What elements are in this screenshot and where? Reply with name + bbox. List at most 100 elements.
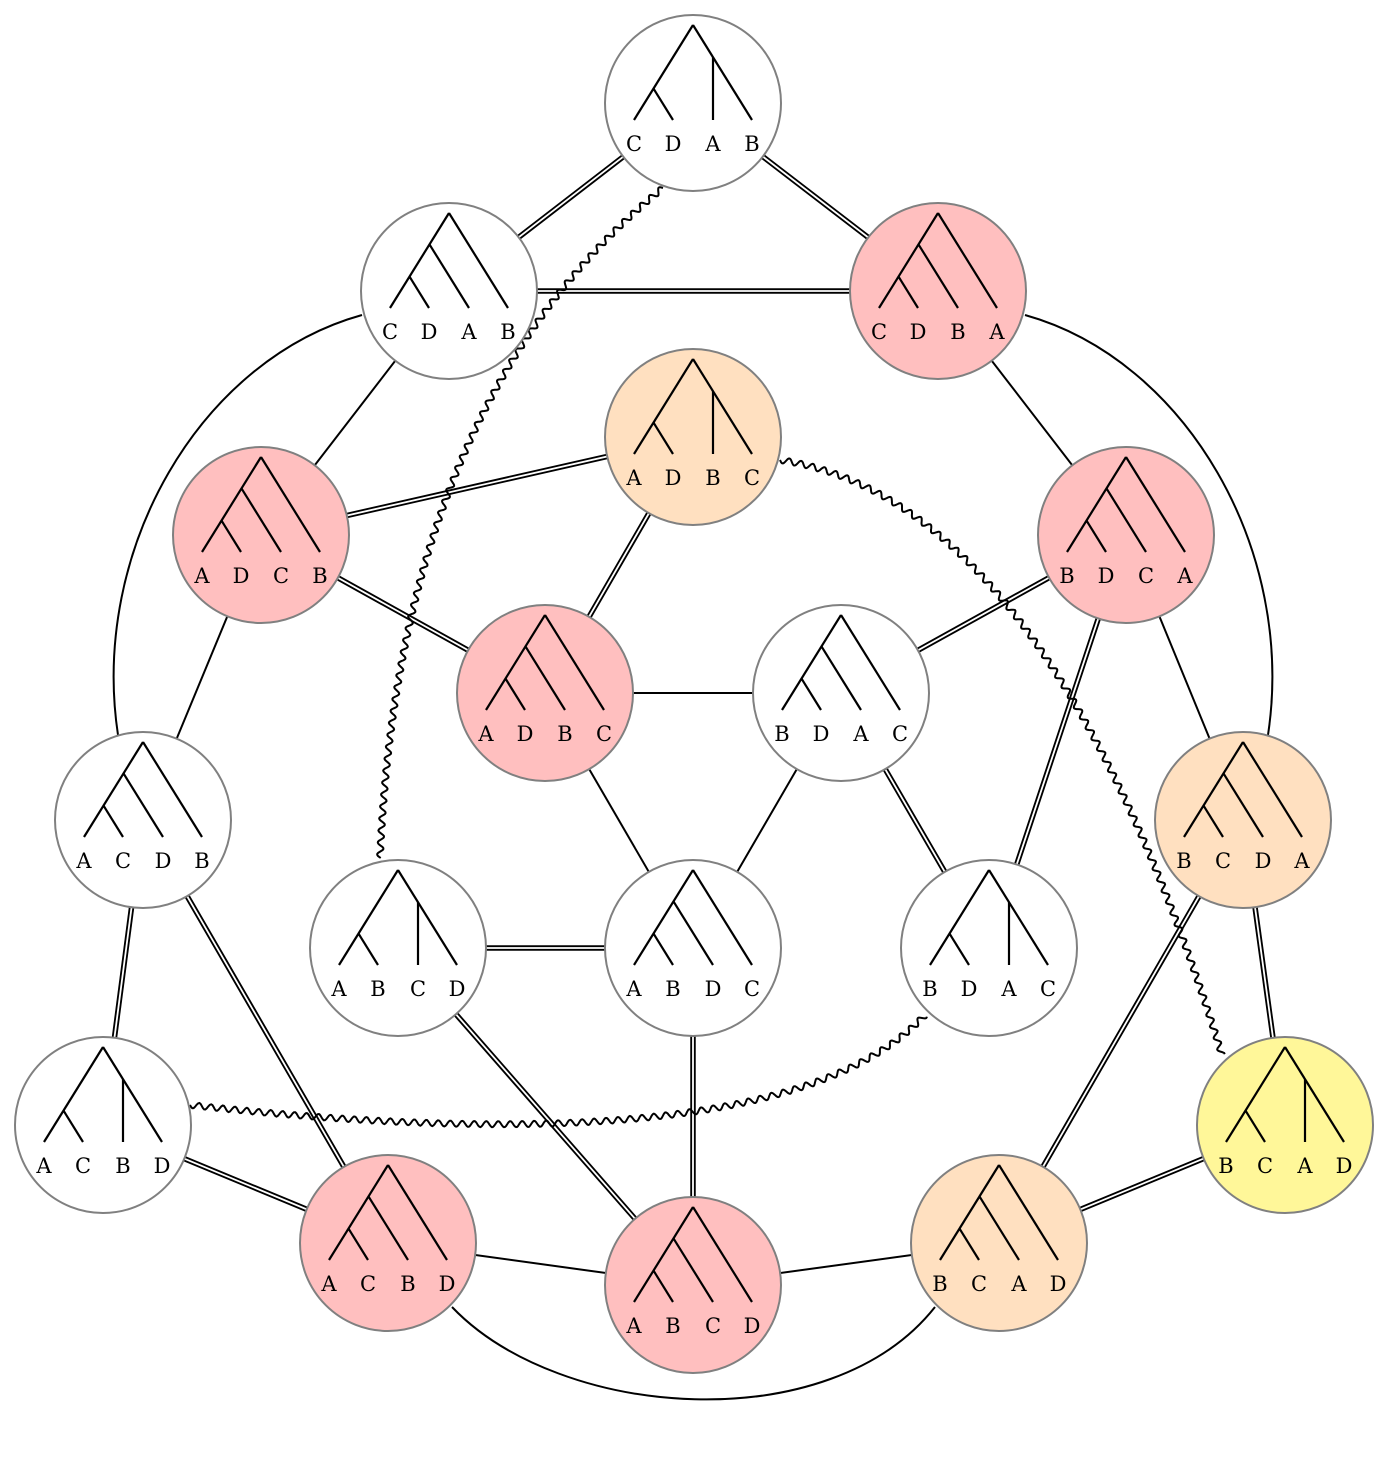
leaf-label: B: [400, 1272, 415, 1296]
node-circle: [752, 604, 930, 782]
leaf-label: B: [1218, 1154, 1233, 1178]
leaf-label: C: [1215, 849, 1231, 873]
leaf-label: D: [155, 849, 172, 873]
tree-branch: [652, 933, 674, 966]
tree-branch: [1105, 487, 1147, 553]
tree-branch: [948, 933, 970, 966]
tree-branch: [408, 276, 430, 309]
leaf-label: A: [330, 977, 347, 1001]
node-circle: [54, 731, 232, 909]
leaf-label: B: [665, 977, 680, 1001]
tree-branch: [485, 614, 546, 711]
tree-branch: [633, 869, 694, 966]
node-circle: [14, 1036, 192, 1214]
leaf-label: B: [557, 722, 572, 746]
leaf-label: B: [312, 564, 327, 588]
tree-branch: [1244, 1110, 1266, 1143]
node-circle: [1037, 446, 1215, 624]
tree-branch: [1183, 741, 1244, 838]
tree-branch: [958, 1228, 980, 1261]
tree-branch: [1225, 1046, 1286, 1143]
leaf-label: C: [705, 1314, 721, 1338]
leaf-label: B: [370, 977, 385, 1001]
edge-n2-n9: [112, 314, 363, 736]
leaf-label: A: [35, 1154, 52, 1178]
tree-branch: [220, 520, 242, 553]
tree-branch: [929, 869, 990, 966]
leaf-label: C: [273, 564, 289, 588]
leaf-label: D: [1050, 1272, 1067, 1296]
leaf-label: C: [892, 722, 908, 746]
tree-branch: [367, 1195, 409, 1261]
leaf-label: A: [1010, 1272, 1027, 1296]
balanced-tree-icon: [338, 869, 458, 966]
balanced-tree-icon: [1225, 1046, 1345, 1143]
leaf-label: D: [744, 1314, 761, 1338]
tree-branch: [692, 1206, 753, 1303]
tree-branch: [122, 772, 164, 838]
tree-branch: [672, 1237, 714, 1303]
caterpillar-tree-icon: [633, 869, 753, 966]
leaf-label: A: [75, 849, 92, 873]
leaf-label: D: [517, 722, 534, 746]
leaf-label: D: [1098, 564, 1115, 588]
tree-branch: [878, 212, 939, 309]
caterpillar-tree-icon: [1066, 456, 1186, 553]
edge-n1-n11: [376, 186, 664, 859]
leaf-label: C: [971, 1272, 987, 1296]
leaf-label: D: [910, 320, 927, 344]
leaf-label: C: [382, 320, 398, 344]
leaf-label: C: [626, 132, 642, 156]
leaf-label: D: [665, 132, 682, 156]
tree-branch: [633, 24, 694, 121]
leaf-label: A: [625, 466, 642, 490]
leaf-label: C: [75, 1154, 91, 1178]
leaf-label: A: [1296, 1154, 1313, 1178]
tree-branch: [652, 1270, 674, 1303]
node-circle: [1196, 1036, 1374, 1214]
leaf-label: D: [439, 1272, 456, 1296]
tree-branch: [652, 88, 674, 121]
leaf-label: A: [704, 132, 721, 156]
tree-branch: [800, 678, 822, 711]
tree-branch: [672, 900, 714, 966]
tree-branch: [1125, 456, 1186, 553]
leaf-label: C: [1257, 1154, 1273, 1178]
node-circle: [309, 859, 487, 1037]
leaf-label: A: [320, 1272, 337, 1296]
tree-branch: [978, 1195, 1020, 1261]
leaf-label: B: [744, 132, 759, 156]
arc-edge-line: [451, 1306, 936, 1401]
leaf-label: D: [705, 977, 722, 1001]
tree-branch: [328, 1164, 389, 1261]
tree-branch: [781, 614, 842, 711]
leaf-label: D: [421, 320, 438, 344]
leaf-label: D: [233, 564, 250, 588]
tree-branch: [1222, 772, 1264, 838]
wavy-edge-line: [376, 186, 664, 859]
node-circle: [456, 604, 634, 782]
tree-branch: [62, 1110, 84, 1143]
leaf-label: D: [1336, 1154, 1353, 1178]
tree-branch: [387, 1164, 448, 1261]
tree-branch: [692, 358, 753, 455]
leaf-label: C: [115, 849, 131, 873]
tree-branch: [1085, 520, 1107, 553]
node-circle: [604, 1196, 782, 1374]
tree-branch: [357, 933, 379, 966]
tree-branch: [1242, 741, 1303, 838]
wavy-edge-line: [189, 1016, 928, 1129]
tree-branch: [840, 614, 901, 711]
node-circle: [1154, 731, 1332, 909]
tree-branch: [524, 645, 566, 711]
edge-n3-n10: [1024, 314, 1274, 736]
